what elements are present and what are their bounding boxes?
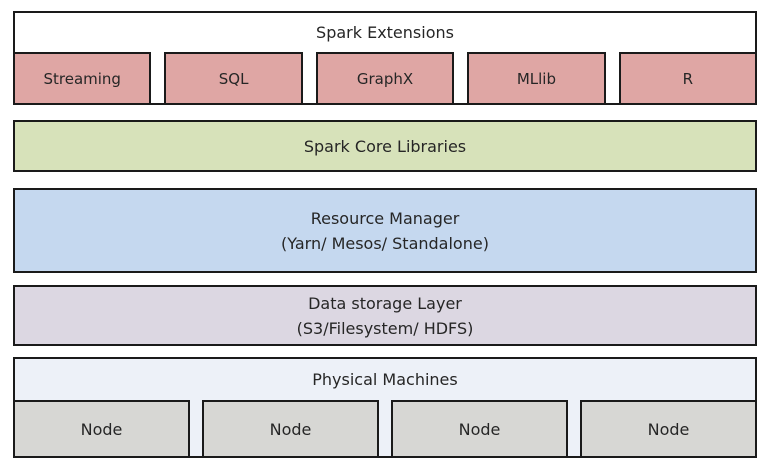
node-label: Node <box>647 419 690 439</box>
extension-box-streaming: Streaming <box>13 52 152 105</box>
spark-extensions-title: Spark Extensions <box>316 23 454 42</box>
extension-box-graphx: GraphX <box>315 52 455 105</box>
spark-core-libraries-title: Spark Core Libraries <box>303 136 467 156</box>
extension-box-r: R <box>618 52 758 105</box>
node-label: Node <box>269 419 312 439</box>
node-box-1: Node <box>13 400 190 458</box>
extension-box-sql: SQL <box>164 52 303 105</box>
data-storage-layer: Data storage Layer (S3/Filesystem/ HDFS) <box>13 285 757 346</box>
extension-box-mllib: MLlib <box>467 52 606 105</box>
extension-label: MLlib <box>516 69 556 88</box>
node-box-2: Node <box>202 400 379 458</box>
spark-core-libraries-layer: Spark Core Libraries <box>13 120 757 172</box>
spark-extensions-layer: Spark Extensions Streaming SQL GraphX ML… <box>13 11 758 105</box>
extension-label: R <box>682 69 694 88</box>
node-box-3: Node <box>391 400 568 458</box>
extension-label: GraphX <box>356 69 414 88</box>
extension-label: SQL <box>218 69 249 88</box>
spark-extensions-row: Streaming SQL GraphX MLlib R <box>13 52 758 105</box>
physical-machines-title: Physical Machines <box>312 370 458 389</box>
node-label: Node <box>458 419 501 439</box>
data-storage-subtitle: (S3/Filesystem/ HDFS) <box>296 318 474 338</box>
data-storage-title: Data storage Layer <box>308 293 462 313</box>
resource-manager-subtitle: (Yarn/ Mesos/ Standalone) <box>281 233 489 253</box>
node-label: Node <box>80 419 123 439</box>
extension-label: Streaming <box>43 69 121 88</box>
resource-manager-title: Resource Manager <box>310 208 460 228</box>
physical-machines-layer: Physical Machines Node Node Node Node <box>13 357 757 458</box>
node-box-4: Node <box>580 400 757 458</box>
resource-manager-layer: Resource Manager (Yarn/ Mesos/ Standalon… <box>13 188 757 273</box>
node-row: Node Node Node Node <box>13 400 757 458</box>
